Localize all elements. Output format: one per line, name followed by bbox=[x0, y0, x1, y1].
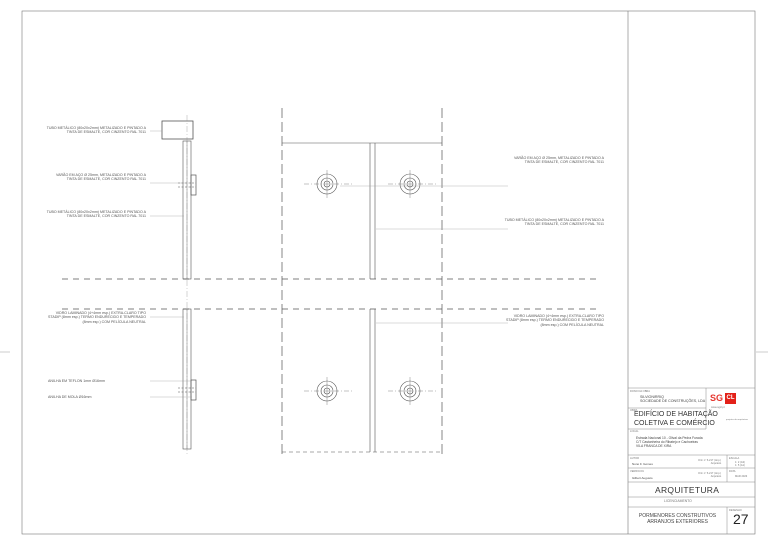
bolt-fixing bbox=[399, 170, 421, 198]
location-text: Estrada Nacional 10 - Olival da Pedra Fu… bbox=[636, 436, 703, 448]
author-name: Nuno F. Gomes bbox=[632, 462, 653, 466]
date-label: DATA bbox=[729, 470, 736, 473]
note-left: ANILHA DE MOLA Ø16mm bbox=[48, 395, 92, 399]
note-left: VARÃO EM AÇO Ø 25mm, METALIZADO E PINTAD… bbox=[55, 173, 146, 182]
owner-label: DONO DA OBRA bbox=[630, 390, 651, 393]
location-label: LOCAL bbox=[630, 430, 639, 433]
leader-lines-right bbox=[340, 185, 508, 324]
handrail-tube-section bbox=[161, 120, 194, 140]
sheet-number-label: DESENHO bbox=[729, 509, 742, 512]
scale-label: ESCALA bbox=[729, 457, 740, 460]
date-value: MAR 2023 bbox=[735, 475, 748, 478]
company-logo-box: CL bbox=[725, 393, 736, 404]
note-right: VIDRO LAMINADO (4+4mm esp.) EXTRA-CLARO … bbox=[506, 314, 604, 327]
break-lines bbox=[62, 278, 600, 310]
note-left: VIDRO LAMINADO (4+4mm esp.) EXTRA-CLARO … bbox=[48, 311, 146, 324]
sheet-number: 27 bbox=[733, 511, 749, 527]
note-right: TUBO METÁLICO (80x20x2mm) METALIZADO E P… bbox=[504, 218, 604, 227]
sheet-border bbox=[21, 10, 756, 535]
project-label: OBRA bbox=[630, 409, 638, 412]
note-left: TUBO METÁLICO (80x20x2mm) METALIZADO E P… bbox=[46, 126, 146, 135]
scale-value: 1: 2 (A3) 1: 5 (A1) bbox=[735, 461, 745, 467]
note-right: VARÃO EM AÇO Ø 25mm, METALIZADO E PINTAD… bbox=[513, 156, 604, 165]
bolt-fixing bbox=[316, 377, 338, 405]
discipline: ARQUITETURA bbox=[655, 485, 720, 495]
bolt-fixing bbox=[316, 170, 338, 198]
project-title: EDIFÍCIO DE HABITAÇÃO COLETIVA E COMÉRCI… bbox=[634, 411, 718, 427]
author-label: AUTOR bbox=[630, 457, 640, 460]
bolt-fixing bbox=[399, 377, 421, 405]
check-name: Gilbert Augusto bbox=[632, 476, 653, 480]
leader-lines-left bbox=[150, 130, 192, 398]
left-section-view bbox=[161, 115, 197, 455]
phase: LICENCIAMENTO bbox=[664, 499, 692, 503]
owner-name: SILVIONIRRIQ SOCIEDADE DE CONSTRUÇÕES, L… bbox=[640, 395, 706, 404]
check-ref: Ord. nº 6.217 (Anp.) Arquiteto bbox=[698, 472, 722, 478]
title-block-lines bbox=[628, 387, 755, 534]
note-left: TUBO METÁLICO (80x20x2mm) METALIZADO E P… bbox=[46, 210, 146, 219]
company-url: www.sgcl.pt bbox=[711, 406, 725, 409]
note-left: ANILHA EM TEFLON 1mm Ø16mm bbox=[48, 379, 106, 383]
right-elevation-view bbox=[281, 108, 443, 455]
author-ref: Ord. nº 6.217 (Anp.) Arquiteto bbox=[698, 459, 722, 465]
check-label: VERIFICOU bbox=[630, 470, 645, 473]
company-logo: SG bbox=[710, 393, 724, 403]
drawing-title: PORMENORES CONSTRUTIVOS ARRANJOS EXTERIO… bbox=[638, 513, 717, 525]
company-caption: projetos de arquitetura bbox=[726, 419, 748, 421]
